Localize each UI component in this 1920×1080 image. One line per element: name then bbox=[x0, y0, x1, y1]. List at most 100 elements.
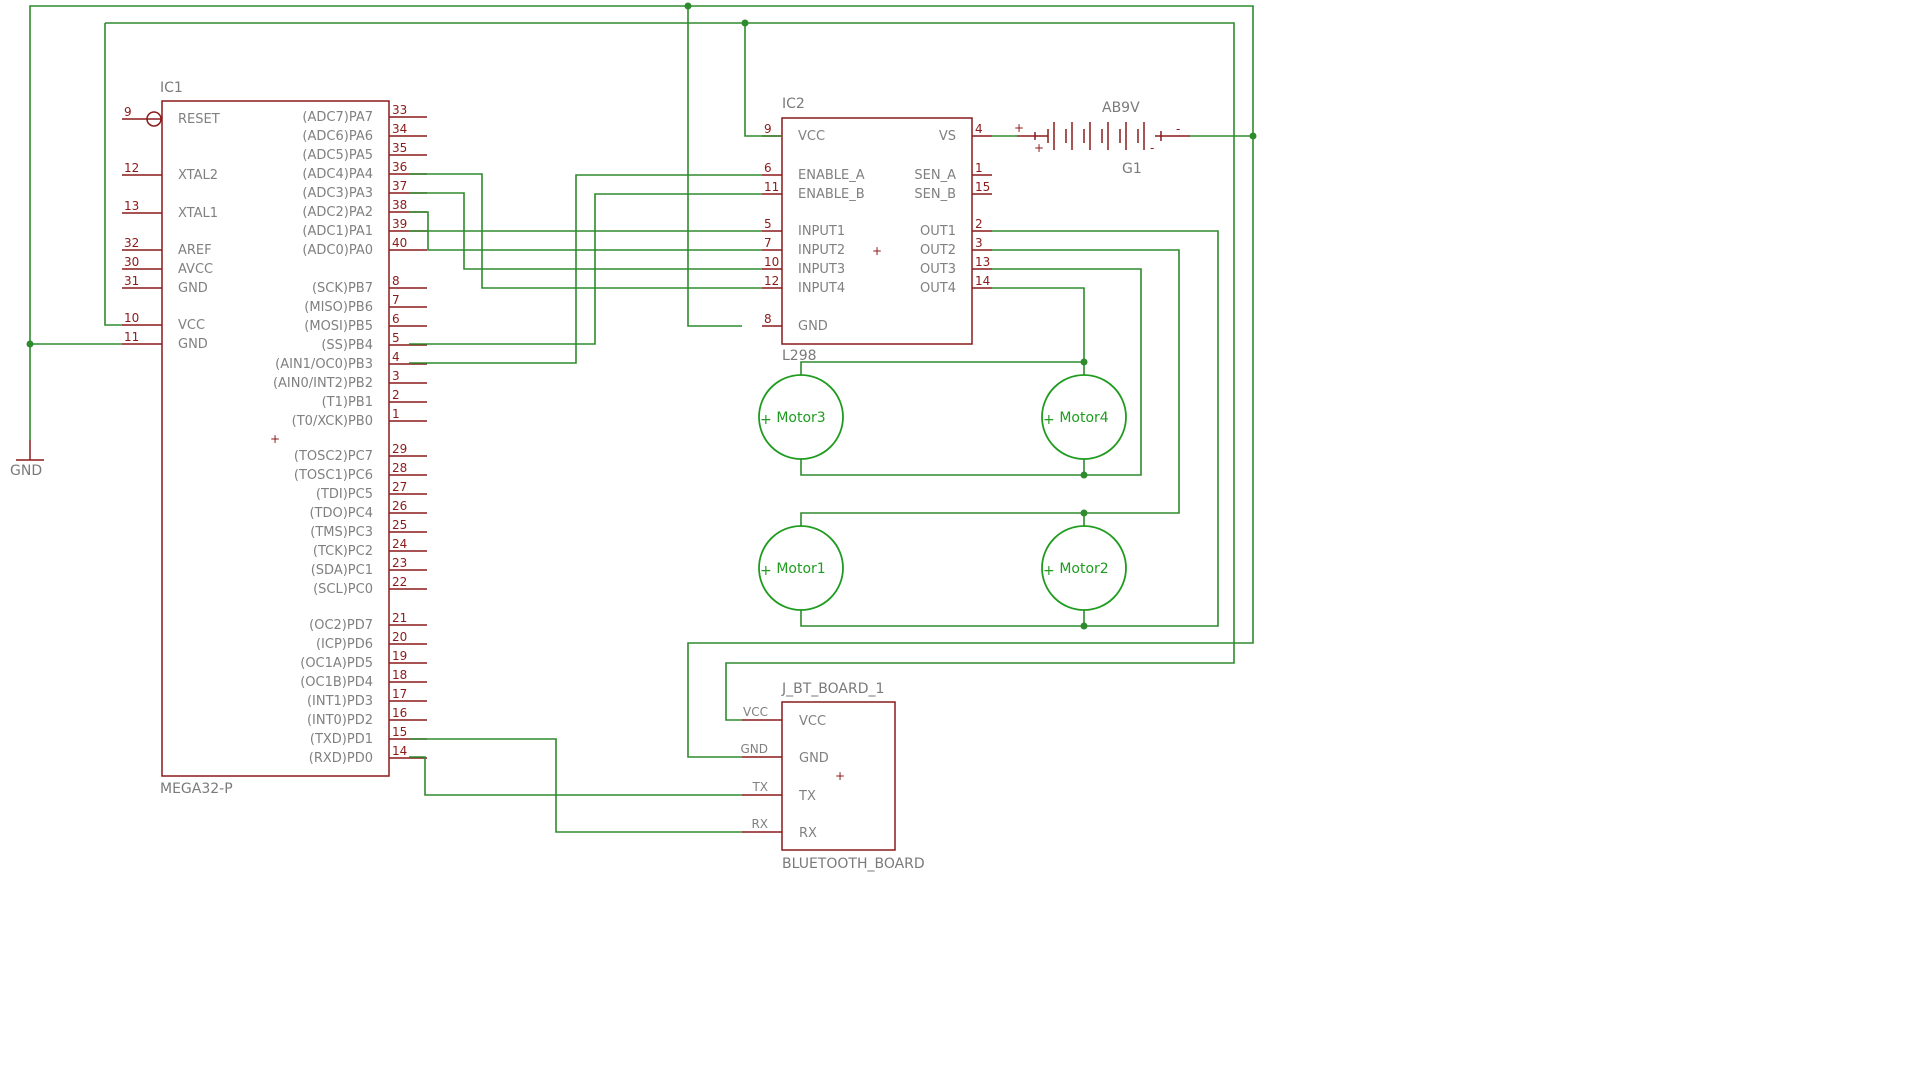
ic2-pin-out1-label: OUT1 bbox=[920, 224, 956, 239]
motor1-label: Motor1 bbox=[776, 561, 825, 577]
ic1-pin-tosc2-pc7-number: 29 bbox=[392, 442, 407, 456]
ic1-pin-t0-xck-pb0-label: (T0/XCK)PB0 bbox=[292, 414, 373, 429]
ic2-pin-input4-label: INPUT4 bbox=[798, 281, 845, 296]
ic1-pin-adc4-pa4-label: (ADC4)PA4 bbox=[302, 167, 373, 182]
ic1-pin-gnd-number: 31 bbox=[124, 274, 139, 288]
ic1-pin-gnd-number: 11 bbox=[124, 330, 139, 344]
ic1-origin-marker: + bbox=[270, 432, 280, 446]
ic2-pin-enable-a-label: ENABLE_A bbox=[798, 168, 865, 183]
motor-2[interactable]: Motor2 + bbox=[1041, 525, 1127, 611]
ic2-pin-enable-a-number: 6 bbox=[764, 161, 772, 175]
motor-1[interactable]: Motor1 + bbox=[758, 525, 844, 611]
ic1-pin-tck-pc2-label: (TCK)PC2 bbox=[313, 544, 373, 559]
net-vcc[interactable] bbox=[104, 22, 1235, 721]
net-input4[interactable] bbox=[409, 173, 762, 289]
ic2-origin-marker: + bbox=[872, 244, 882, 258]
ic1-pin-adc7-pa7-label: (ADC7)PA7 bbox=[302, 110, 373, 125]
ic1-pin-tdi-pc5-label: (TDI)PC5 bbox=[316, 487, 373, 502]
ic1-pin-oc1b-pd4-number: 18 bbox=[392, 668, 407, 682]
battery-minus-bottom: - bbox=[1150, 141, 1154, 155]
ic1-pin-xtal2-label: XTAL2 bbox=[178, 168, 218, 183]
ic1-pin-rxd-pd0-label: (RXD)PD0 bbox=[309, 751, 373, 766]
ic1-pin-tosc1-pc6-number: 28 bbox=[392, 461, 407, 475]
net-out4[interactable] bbox=[800, 287, 1085, 375]
motor-4[interactable]: Motor4 + bbox=[1041, 374, 1127, 460]
ic2-pin-vs-label: VS bbox=[939, 129, 956, 144]
ic2-pin-out4-number: 14 bbox=[975, 274, 990, 288]
bluetooth-board[interactable]: J_BT_BOARD_1 BLUETOOTH_BOARD + VCCVCCGND… bbox=[740, 681, 924, 872]
ic1-pin-xtal1-number: 13 bbox=[124, 199, 139, 213]
ic2-pin-enable-b-number: 11 bbox=[764, 180, 779, 194]
battery-name: G1 bbox=[1122, 161, 1142, 177]
junction-out1 bbox=[1080, 622, 1088, 630]
ic2-value: L298 bbox=[782, 348, 817, 364]
ic1-pin-tck-pc2-number: 24 bbox=[392, 537, 407, 551]
net-input2[interactable] bbox=[409, 211, 762, 251]
ic1-pin-tms-pc3-number: 25 bbox=[392, 518, 407, 532]
motor4-plus: + bbox=[1043, 412, 1055, 428]
junction-gnd-top bbox=[684, 2, 692, 10]
ic1-pin-reset-label: RESET bbox=[178, 112, 220, 127]
ic1-pin-ain1-oc0-pb3-number: 4 bbox=[392, 350, 400, 364]
junction-vcc-top bbox=[741, 19, 749, 27]
battery-g1[interactable]: AB9V G1 + + - - bbox=[1014, 100, 1190, 177]
ic1-pin-t0-xck-pb0-number: 1 bbox=[392, 407, 400, 421]
ic1-pin-ain0-int2-pb2-number: 3 bbox=[392, 369, 400, 383]
ic1-pin-ss-pb4-number: 5 bbox=[392, 331, 400, 345]
ic1-pin-oc1b-pd4-label: (OC1B)PD4 bbox=[300, 675, 373, 690]
ic2-pin-enable-b-label: ENABLE_B bbox=[798, 187, 865, 202]
gnd-label: GND bbox=[10, 463, 42, 479]
net-out1[interactable] bbox=[800, 230, 1219, 627]
ic1-pin-tosc1-pc6-label: (TOSC1)PC6 bbox=[294, 468, 373, 483]
ic2-pin-input3-label: INPUT3 bbox=[798, 262, 845, 277]
ic2-pin-out1-number: 2 bbox=[975, 217, 983, 231]
ic1-pin-xtal2-number: 12 bbox=[124, 161, 139, 175]
net-out2[interactable] bbox=[800, 249, 1180, 526]
bt-pin-rx-label: RX bbox=[799, 826, 817, 841]
ic1-pin-int1-pd3-number: 17 bbox=[392, 687, 407, 701]
ic2-pin-input1-number: 5 bbox=[764, 217, 772, 231]
ic2-pin-gnd-number: 8 bbox=[764, 312, 772, 326]
net-input3[interactable] bbox=[409, 192, 762, 270]
net-out3[interactable] bbox=[800, 268, 1142, 476]
battery-plus-top: + bbox=[1014, 121, 1024, 135]
ic1-body bbox=[161, 100, 390, 777]
gnd-symbol[interactable]: GND bbox=[10, 440, 44, 479]
ic1-pin-adc6-pa6-number: 34 bbox=[392, 122, 407, 136]
ic1-pin-tdo-pc4-label: (TDO)PC4 bbox=[309, 506, 373, 521]
ic2-pin-input1-label: INPUT1 bbox=[798, 224, 845, 239]
ic1-pin-ain0-int2-pb2-label: (AIN0/INT2)PB2 bbox=[273, 376, 373, 391]
ic1-pin-int0-pd2-label: (INT0)PD2 bbox=[307, 713, 373, 728]
ic2-pin-input4-number: 12 bbox=[764, 274, 779, 288]
junction-out3 bbox=[1080, 471, 1088, 479]
ic2-pin-out4-label: OUT4 bbox=[920, 281, 956, 296]
ic2-pin-input2-label: INPUT2 bbox=[798, 243, 845, 258]
motor2-label: Motor2 bbox=[1059, 561, 1108, 577]
ic2-pin-out3-number: 13 bbox=[975, 255, 990, 269]
motor-3[interactable]: Motor3 + bbox=[758, 374, 844, 460]
ic2-pin-input3-number: 10 bbox=[764, 255, 779, 269]
ic1-pin-oc1a-pd5-number: 19 bbox=[392, 649, 407, 663]
ic1-pin-tdi-pc5-number: 27 bbox=[392, 480, 407, 494]
ic1-value: MEGA32-P bbox=[160, 781, 233, 797]
ic2-pin-sen-b-label: SEN_B bbox=[914, 187, 956, 202]
ic1-pin-sck-pb7-number: 8 bbox=[392, 274, 400, 288]
net-rxd-tx[interactable] bbox=[409, 756, 742, 796]
ic2-name: IC2 bbox=[782, 96, 805, 112]
ic1-right-pins: 33(ADC7)PA734(ADC6)PA635(ADC5)PA536(ADC4… bbox=[273, 103, 427, 766]
ic1-pin-miso-pb6-label: (MISO)PB6 bbox=[304, 300, 373, 315]
ic1-pin-sda-pc1-label: (SDA)PC1 bbox=[311, 563, 373, 578]
junction-gnd-ic1 bbox=[26, 340, 34, 348]
ic1-pin-oc2-pd7-label: (OC2)PD7 bbox=[309, 618, 373, 633]
bt-pin-tx-number: TX bbox=[751, 780, 768, 794]
ic1-name: IC1 bbox=[160, 80, 183, 96]
net-txd-rx[interactable] bbox=[409, 738, 742, 833]
ic2-pin-gnd-label: GND bbox=[798, 319, 828, 334]
ic2-pin-sen-b-number: 15 bbox=[975, 180, 990, 194]
net-gnd[interactable] bbox=[29, 5, 1254, 758]
ic1-pin-ain1-oc0-pb3-label: (AIN1/OC0)PB3 bbox=[275, 357, 373, 372]
ic1-pin-scl-pc0-label: (SCL)PC0 bbox=[313, 582, 373, 597]
